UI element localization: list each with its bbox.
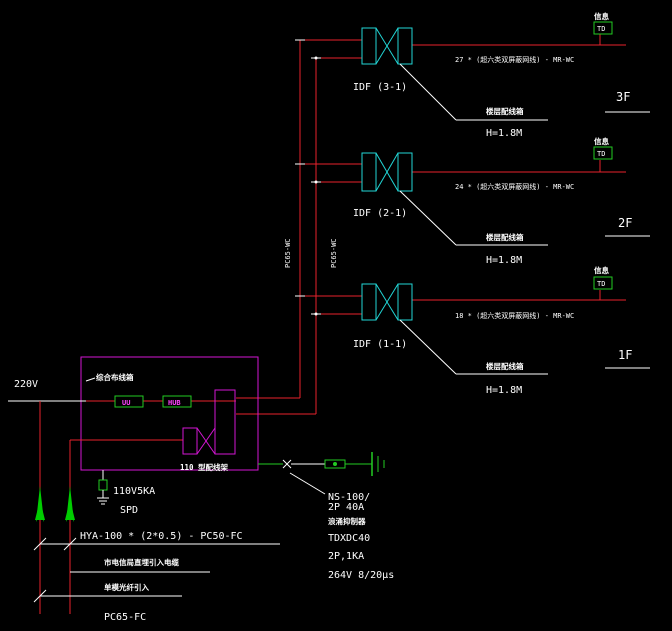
frame-label: 楼层配线箱 <box>486 106 524 116</box>
riser-label-left: PC65-WC <box>284 238 292 268</box>
idf-label: IDF (2-1) <box>353 208 407 219</box>
outlet-text: TD <box>597 150 605 158</box>
surge-model: NS-100/ <box>328 492 370 503</box>
patch-panel-label: 110 型配线架 <box>180 462 229 472</box>
outlet-box <box>593 146 613 160</box>
surge-poles: 2P,1KA <box>328 551 364 562</box>
main-cabinet: 综合布线箱 UU HUB 110 型配线架 <box>70 356 259 472</box>
cabinet-box <box>80 356 259 471</box>
arrester-icons <box>35 486 75 522</box>
conduit-label: PC65-FC <box>104 612 146 623</box>
power-label: 220V <box>14 379 38 390</box>
idf-symbol <box>361 152 413 192</box>
uu-label: UU <box>122 399 130 407</box>
frame-label: 楼层配线箱 <box>486 232 524 242</box>
riser-label-right: PC65-WC <box>330 238 338 268</box>
cable-label: 24 * (超六类双屏蔽网线) - MR-WC <box>455 182 574 191</box>
spd-label: SPD <box>120 505 138 516</box>
uu-box <box>114 395 144 408</box>
height-label: H=1.8M <box>486 255 522 266</box>
telecom-label: 市电信局直埋引入电缆 <box>104 557 179 567</box>
height-label: H=1.8M <box>486 128 522 139</box>
riser-ticks <box>295 39 321 315</box>
riser-dots <box>314 56 318 316</box>
floor-2f: IDF (2-1) 24 * (超六类双屏蔽网线) - MR-WC 楼层配线箱 … <box>353 136 650 266</box>
idf-label: IDF (3-1) <box>353 82 407 93</box>
outlet-caption: 信息 <box>594 136 609 146</box>
outlet-box <box>593 276 613 290</box>
idf-symbol <box>361 283 413 321</box>
outlet-caption: 信息 <box>594 265 609 275</box>
outlet-text: TD <box>597 25 605 33</box>
floor-label: 1F <box>618 348 632 362</box>
power-input: 220V <box>8 379 86 614</box>
outlet-text: TD <box>597 280 605 288</box>
hub-box <box>162 395 192 408</box>
surge-name: 浪涌抑制器 <box>328 516 366 526</box>
idf-symbol <box>361 27 413 65</box>
fiber-label: 单模光纤引入 <box>104 582 149 592</box>
cabinet-title: 综合布线箱 <box>96 372 134 382</box>
surge-spec: 2P 40A <box>328 502 364 513</box>
floor-1f: IDF (1-1) 18 * (超六类双屏蔽网线) - MR-WC 楼层配线箱 … <box>353 265 650 396</box>
spd-rating: 110V5KA <box>113 486 155 497</box>
surge-voltage: 264V 8/20μs <box>328 570 394 581</box>
spd-symbol <box>98 479 108 491</box>
hub-label: HUB <box>168 399 181 407</box>
floor-3f: IDF (3-1) 27 * (超六类双屏蔽网线) - MR-WC 楼层配线箱 … <box>353 11 650 139</box>
height-label: H=1.8M <box>486 385 522 396</box>
incoming-cable-label: HYA-100 * (2*0.5) - PC50-FC <box>80 531 243 542</box>
spd: 110V5KA SPD <box>97 470 155 516</box>
outlet-box <box>593 21 613 35</box>
surge-protector: NS-100/ 2P 40A 浪涌抑制器 TDXDC40 2P,1KA 264V… <box>258 452 394 581</box>
leader-line <box>399 63 457 121</box>
leader-line <box>399 190 457 246</box>
riser-lines <box>236 34 626 415</box>
frame-label: 楼层配线箱 <box>486 361 524 371</box>
surge-code: TDXDC40 <box>328 533 370 544</box>
cable-label: 18 * (超六类双屏蔽网线) - MR-WC <box>455 311 574 320</box>
cabinet-pointer <box>85 377 96 382</box>
leader-line <box>399 319 457 375</box>
floor-label: 2F <box>618 216 632 230</box>
outlet-caption: 信息 <box>594 11 609 21</box>
floor-label: 3F <box>616 90 630 104</box>
cable-label: 27 * (超六类双屏蔽网线) - MR-WC <box>455 55 574 64</box>
incoming-cables: HYA-100 * (2*0.5) - PC50-FC 市电信局直埋引入电缆 单… <box>33 531 280 623</box>
cabinet-wiring <box>70 400 236 441</box>
patch-panel-symbol <box>182 389 236 455</box>
idf-label: IDF (1-1) <box>353 339 407 350</box>
